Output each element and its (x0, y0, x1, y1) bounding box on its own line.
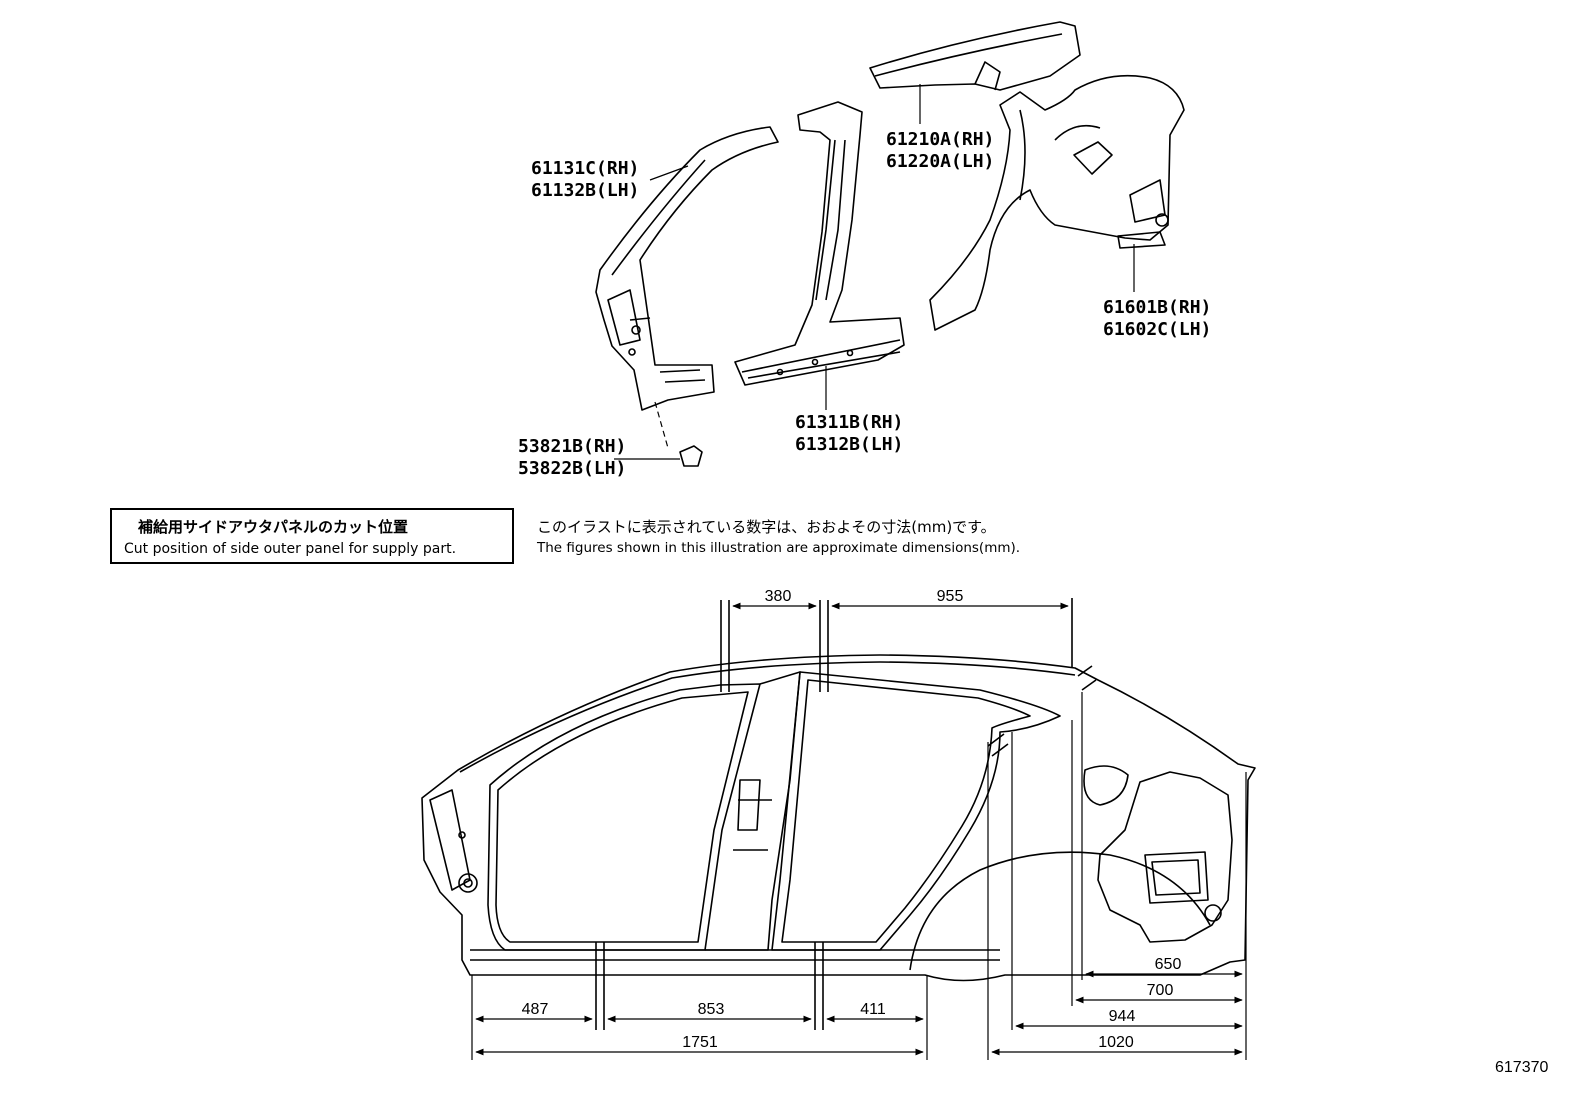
dim-955: 955 (937, 588, 964, 605)
a-pillar-part (595, 126, 779, 411)
dim-944: 944 (1109, 1008, 1136, 1025)
dim-853: 853 (698, 1001, 725, 1018)
b-pillar-rocker-part (734, 101, 905, 386)
dim-411: 411 (860, 1001, 886, 1018)
svg-text:61601B(RH): 61601B(RH) (1103, 297, 1211, 318)
dim-380: 380 (765, 588, 792, 605)
part-label-a-pillar: 61131C(RH) 61132B(LH) (531, 158, 639, 201)
svg-text:61311B(RH): 61311B(RH) (795, 412, 903, 433)
dim-700: 700 (1147, 982, 1174, 999)
dim-1751: 1751 (682, 1034, 718, 1051)
quarter-panel-part (929, 74, 1185, 331)
cut-note-jp: 補給用サイドアウタパネルのカット位置 (138, 518, 409, 536)
side-outer-panel-view (421, 654, 1256, 982)
svg-text:61131C(RH): 61131C(RH) (531, 158, 639, 179)
part-label-clip: 53821B(RH) 53822B(LH) (518, 436, 626, 479)
illustration-id: 617370 (1495, 1059, 1549, 1076)
clip-part (679, 445, 703, 467)
svg-text:61220A(LH): 61220A(LH) (886, 151, 994, 172)
svg-text:61602C(LH): 61602C(LH) (1103, 319, 1211, 340)
svg-text:53822B(LH): 53822B(LH) (518, 458, 626, 479)
dimension-note-jp: このイラストに表示されている数字は、おおよその寸法(mm)です。 (537, 518, 996, 536)
dim-487: 487 (522, 1001, 549, 1018)
svg-text:61132B(LH): 61132B(LH) (531, 180, 639, 201)
roof-side-rail-part (869, 21, 1081, 91)
dim-1020: 1020 (1098, 1034, 1134, 1051)
part-label-rocker: 61311B(RH) 61312B(LH) (795, 412, 903, 455)
cut-note-en: Cut position of side outer panel for sup… (124, 541, 457, 557)
dimension-note-en: The figures shown in this illustration a… (537, 540, 1021, 556)
svg-text:53821B(RH): 53821B(RH) (518, 436, 626, 457)
part-label-roof-side-rail: 61210A(RH) 61220A(LH) (886, 129, 994, 172)
cut-position-note: 補給用サイドアウタパネルのカット位置 Cut position of side … (110, 508, 514, 564)
svg-text:61312B(LH): 61312B(LH) (795, 434, 903, 455)
part-label-quarter-panel: 61601B(RH) 61602C(LH) (1103, 297, 1211, 340)
dim-650: 650 (1155, 956, 1182, 973)
svg-text:61210A(RH): 61210A(RH) (886, 129, 994, 150)
